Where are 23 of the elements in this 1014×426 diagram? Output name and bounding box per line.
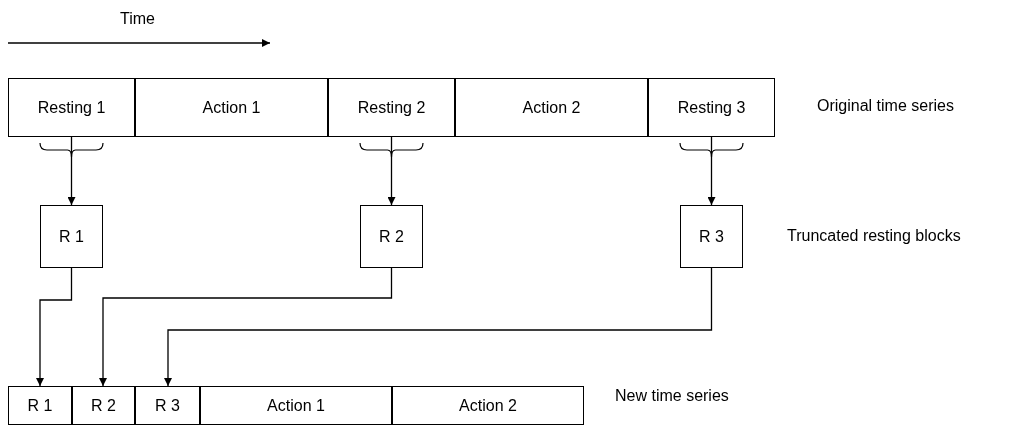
block-box: R 1 (8, 386, 72, 425)
block-box: R 3 (135, 386, 200, 425)
row-label: Truncated resting blocks (787, 227, 961, 245)
block-box: Action 1 (200, 386, 392, 425)
arrow (99, 267, 393, 387)
block-box: R 3 (680, 205, 743, 268)
block-box: R 2 (72, 386, 135, 425)
axis-label: Time (120, 10, 155, 28)
arrow (387, 136, 396, 206)
block-box: Action 2 (392, 386, 584, 425)
row-label: New time series (615, 387, 729, 405)
block-box: Resting 1 (8, 78, 135, 137)
block-box: R 1 (40, 205, 103, 268)
block-box: Resting 2 (328, 78, 455, 137)
block-box: Action 2 (455, 78, 648, 137)
row-label: Original time series (817, 97, 954, 115)
arrow (164, 267, 713, 387)
arrow (36, 267, 73, 387)
arrow (67, 136, 76, 206)
block-box: Action 1 (135, 78, 328, 137)
block-box: R 2 (360, 205, 423, 268)
block-box: Resting 3 (648, 78, 775, 137)
arrow (707, 136, 716, 206)
